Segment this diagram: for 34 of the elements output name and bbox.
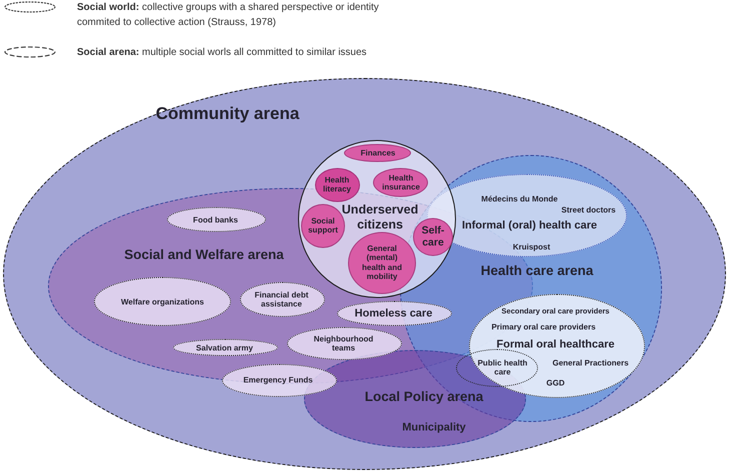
item-label: General Practioners	[552, 358, 629, 368]
factor-bubble	[373, 168, 428, 197]
item-label: Médecins du Monde	[481, 194, 558, 204]
world-label: Homeless care	[354, 307, 432, 320]
factor-label: Social support	[307, 216, 339, 236]
world-label: Salvation army	[196, 342, 253, 352]
group-title: Health care arena	[480, 263, 594, 279]
item-label: Municipality	[402, 422, 466, 434]
item-label: Primary oral care providers	[491, 322, 596, 332]
factor-bubble	[344, 144, 411, 162]
group-title: Social and Welfare arena	[124, 247, 284, 263]
group-title: Community arena	[156, 103, 300, 124]
world-label: Public health care	[476, 358, 528, 377]
factor-label: Self-care	[420, 224, 446, 250]
world-label: Welfare organizations	[121, 296, 204, 306]
item-label: GGD	[546, 378, 565, 388]
group-title: Informal (oral) health care	[462, 219, 598, 232]
world-label: Neighbourhood teams	[312, 334, 374, 353]
group-title: Formal oral healthcare	[496, 338, 614, 351]
world-label: Financial debt assistance	[254, 290, 310, 309]
social-world-ellipse	[456, 349, 538, 387]
factor-label: Health insurance	[381, 174, 421, 192]
legend-text: Social world: collective groups with a shared perspective or identity commited to collective action (Strauss, 1978)	[77, 1, 380, 30]
factor-bubble	[315, 168, 360, 202]
item-label: Kruispost	[512, 242, 550, 252]
group-title: Local Policy arena	[364, 389, 484, 405]
legend-text: Social arena: multiple social worls all committed to similar issues	[77, 46, 367, 60]
factor-label: Health literacy	[322, 176, 352, 194]
factor-label: General (mental) health and mobility	[360, 244, 403, 282]
world-label: Food banks	[193, 214, 238, 224]
world-label: Emergency Funds	[243, 375, 313, 385]
factor-label: Finances	[360, 148, 396, 158]
item-label: Street doctors	[561, 204, 616, 214]
group-title: Underserved citizens	[340, 202, 420, 232]
